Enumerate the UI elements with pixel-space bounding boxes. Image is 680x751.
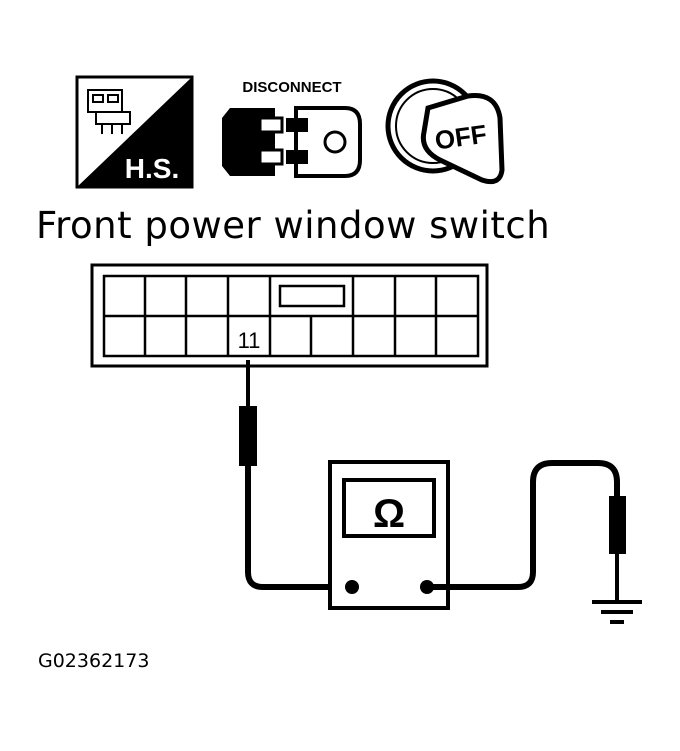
harness-sign-icon: H.S. <box>75 75 194 189</box>
diagram-title: Front power window switch <box>36 204 551 247</box>
disconnect-label: DISCONNECT <box>242 79 341 96</box>
ignition-off-label: OFF <box>433 119 489 156</box>
meter-terminal-left <box>345 580 359 594</box>
ohm-symbol: Ω <box>373 492 405 536</box>
right-probe-lead <box>427 460 626 600</box>
left-probe-lead <box>239 360 352 590</box>
ignition-key-off-icon: OFF <box>385 78 505 185</box>
ohmmeter <box>328 460 450 610</box>
figure-id: G02362173 <box>38 650 150 672</box>
harness-sign-label: H.S. <box>125 153 179 184</box>
ground-icon <box>592 600 642 624</box>
connector-block <box>90 263 489 368</box>
terminal-number: 11 <box>238 328 261 353</box>
disconnect-connector-icon: DISCONNECT <box>222 79 362 178</box>
